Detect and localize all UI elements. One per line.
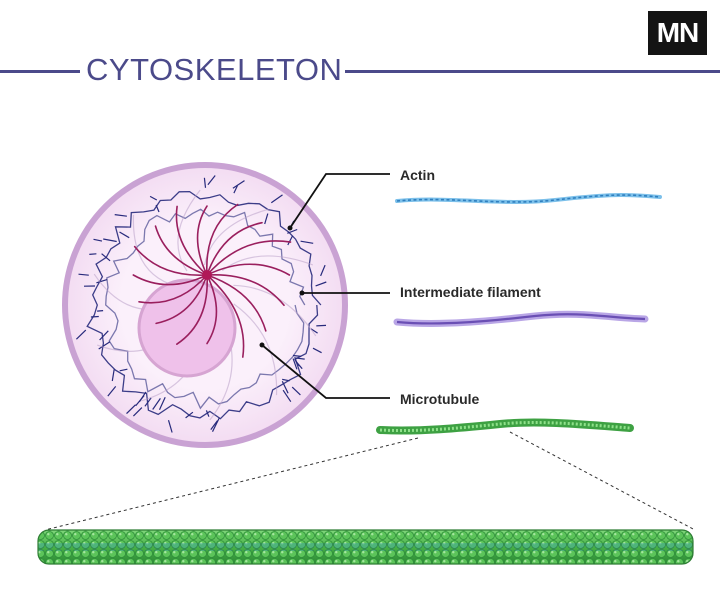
- centrosome: [202, 270, 212, 280]
- callout-dot-intermediate: [299, 290, 305, 296]
- logo: MN: [648, 11, 707, 55]
- zoom-line-right: [509, 431, 696, 531]
- microtubule-network: [132, 203, 292, 358]
- actin-network: [75, 175, 327, 433]
- callout-dot-actin: [287, 225, 293, 231]
- cell: [62, 162, 348, 448]
- title-rule-left: [0, 70, 80, 73]
- label-microtubule: Microtubule: [400, 391, 480, 407]
- label-intermediate-filament: Intermediate filament: [400, 284, 541, 300]
- intermediate-filament-strand: [393, 310, 649, 327]
- microtubule-zoom: [37, 529, 694, 565]
- title-rule-right: [345, 70, 720, 73]
- zoom-line-left: [44, 437, 419, 531]
- callout-dot-microtubule: [259, 342, 265, 348]
- callout-line-microtubule: [261, 344, 390, 399]
- callout-line-actin: [289, 173, 390, 229]
- label-actin: Actin: [400, 167, 435, 183]
- microtubule-strand: [376, 418, 634, 435]
- actin-strand: [395, 193, 662, 204]
- page-title: CYTOSKELETON: [86, 52, 343, 87]
- nucleus: [137, 278, 237, 378]
